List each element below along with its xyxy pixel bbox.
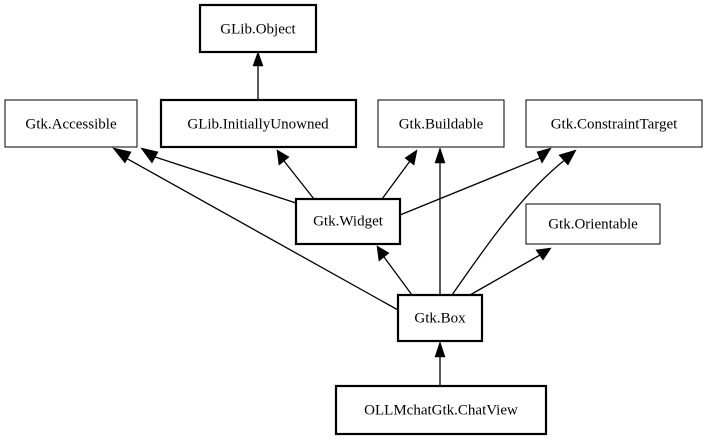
edge-box-to-buildable [434, 147, 446, 295]
edge-chatview-to-box [434, 341, 446, 386]
node-gtk-accessible[interactable]: Gtk.Accessible [4, 99, 138, 148]
edge-widget-to-accessible [140, 147, 297, 204]
edge-box-to-constrainttarget [451, 149, 577, 296]
node-glib-initiallyunowned[interactable]: GLib.InitiallyUnowned [159, 98, 358, 149]
edge-box-to-accessible [112, 147, 399, 311]
edge-widget-to-constrainttarget [399, 147, 552, 216]
node-gtk-widget[interactable]: Gtk.Widget [294, 197, 402, 246]
edge-widget-to-initiallyunowned [276, 149, 315, 200]
node-gtk-orientable[interactable]: Gtk.Orientable [525, 203, 661, 245]
node-label-ollmchatgtk-chatview: OLLMchatGtk.ChatView [364, 402, 518, 418]
node-label-gtk-accessible: Gtk.Accessible [25, 116, 117, 132]
node-ollmchatgtk-chatview[interactable]: OLLMchatGtk.ChatView [334, 384, 548, 436]
node-label-glib-object: GLib.Object [220, 21, 296, 37]
node-layer: GLib.Object Gtk.Accessible GLib.Initiall… [4, 3, 703, 436]
node-gtk-box[interactable]: Gtk.Box [396, 293, 484, 343]
node-label-gtk-orientable: Gtk.Orientable [548, 216, 638, 232]
edge-box-to-widget [376, 245, 413, 296]
node-label-gtk-constrainttarget: Gtk.ConstraintTarget [551, 116, 678, 132]
edge-initiallyunowned-to-glibobject [252, 51, 264, 100]
node-label-gtk-box: Gtk.Box [414, 310, 466, 326]
node-gtk-constrainttarget[interactable]: Gtk.ConstraintTarget [525, 99, 703, 148]
node-label-gtk-buildable: Gtk.Buildable [399, 116, 484, 132]
edge-widget-to-buildable [381, 149, 418, 200]
node-label-gtk-widget: Gtk.Widget [313, 213, 384, 229]
edge-layer [112, 51, 577, 386]
edge-box-to-orientable [469, 247, 552, 296]
node-glib-object[interactable]: GLib.Object [198, 3, 318, 54]
node-gtk-buildable[interactable]: Gtk.Buildable [377, 99, 505, 148]
node-label-glib-initiallyunowned: GLib.InitiallyUnowned [187, 116, 329, 132]
